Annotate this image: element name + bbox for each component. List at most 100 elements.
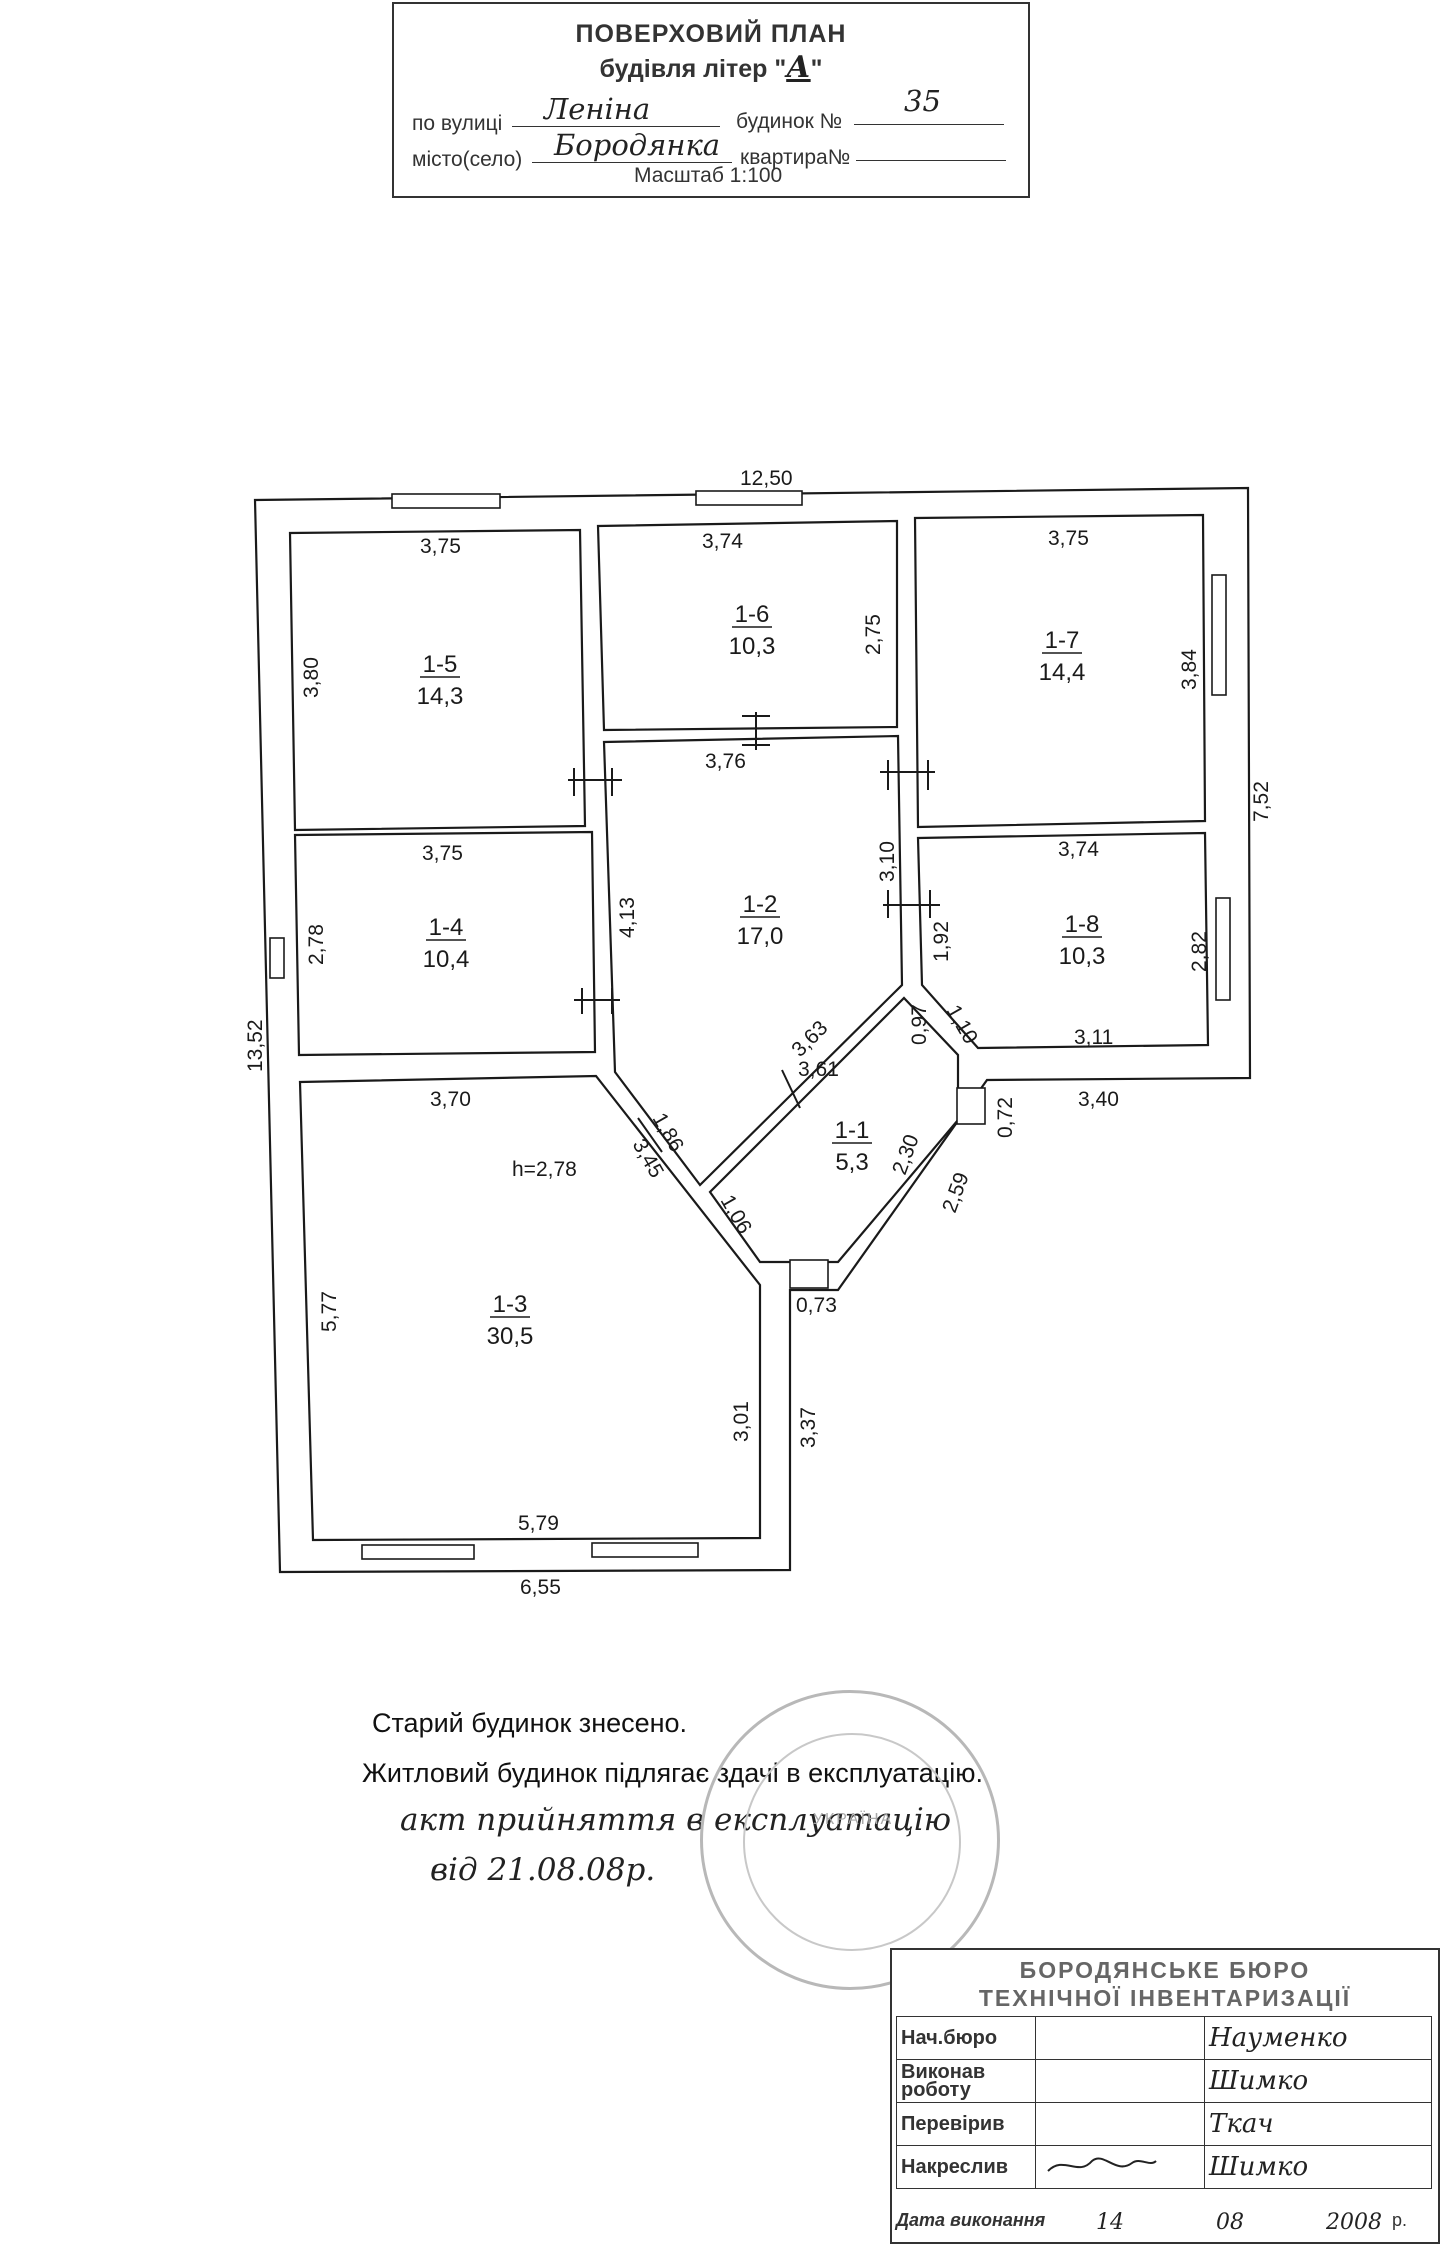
room-area: 10,3 (729, 633, 776, 660)
dim-r13-bottom: 5,79 (518, 1512, 559, 1535)
table-row: Перевірив Ткач (896, 2102, 1432, 2146)
door-1-6 (742, 712, 770, 750)
room-label-1-8: 1-8 10,3 (1059, 911, 1106, 970)
door-1-4 (574, 988, 620, 1014)
dim-r12-diag: 3,63 (787, 1016, 832, 1061)
dim-r15-w: 3,75 (420, 535, 461, 558)
room-label-1-2: 1-217,0 (737, 891, 784, 950)
role-label: Накреслив (896, 2145, 1036, 2189)
seal-text: УКРАЇНА (812, 1811, 894, 1828)
date-suffix: р. (1392, 2210, 1408, 2230)
room-id: 1-4 (429, 914, 464, 941)
dim-r16-w: 3,74 (702, 530, 743, 553)
room-id: 1-1 (835, 1117, 870, 1144)
seal-inner-ring (743, 1733, 961, 1951)
room-area: 14,4 (1039, 659, 1086, 686)
signer-name: Шимко (1204, 2145, 1432, 2189)
signature-scribble (1047, 2157, 1157, 2172)
room-id: 1-5 (423, 651, 458, 678)
scale-label: Масштаб 1:100 (634, 164, 783, 187)
dim-r11-left: 1,06 (716, 1191, 756, 1238)
room-area: 5,3 (835, 1149, 868, 1176)
room-id: 1-3 (493, 1291, 528, 1318)
city-line (532, 132, 732, 163)
room-id: 1-8 (1065, 911, 1100, 938)
dim-r14-h: 2,78 (305, 924, 328, 965)
dim-lower-right-outer: 3,37 (797, 1407, 820, 1448)
window-1-1-right (956, 1087, 986, 1125)
signature-cell (1035, 2059, 1205, 2103)
dim-r11-diag: 2,30 (888, 1131, 924, 1177)
room-1-3-outline (298, 1074, 762, 1542)
city-label: місто(село) (412, 148, 523, 171)
room-area: 10,3 (1059, 943, 1106, 970)
dim-r11-diag-top: 3,61 (798, 1058, 839, 1081)
signatures-table: Нач.бюро Науменко Виконав роботу Шимко П… (896, 2016, 1432, 2189)
dim-r11-side: 0,97 (908, 1004, 931, 1045)
dim-overall-right: 7,52 (1250, 781, 1273, 822)
room-area: 17,0 (737, 923, 784, 950)
room-id: 1-7 (1045, 627, 1080, 654)
dim-r12-left: 4,13 (616, 897, 639, 938)
dim-r13-left: 5,77 (318, 1291, 341, 1332)
role-label: Нач.бюро (896, 2016, 1036, 2060)
window-1-5 (391, 493, 501, 509)
street-line (512, 96, 720, 127)
table-row: Накреслив Шимко (896, 2145, 1432, 2189)
bureau-stamp: БОРОДЯНСЬКЕ БЮРО ТЕХНІЧНОЇ ІНВЕНТАРИЗАЦІ… (890, 1948, 1440, 2244)
dim-r16-h: 2,75 (862, 614, 885, 655)
door-1-8 (883, 890, 940, 918)
room-1-2-outline (602, 734, 904, 1187)
date-label: Дата виконання (896, 2210, 1046, 2230)
dim-r13-top: 3,70 (430, 1088, 471, 1111)
note-old-house: Старий будинок знесено. (372, 1708, 688, 1738)
window-1-3-right (591, 1542, 699, 1558)
dim-r11-right: 0,72 (994, 1097, 1017, 1138)
door-1-3 (637, 1117, 663, 1153)
building-letter-label: будівля літер " (599, 55, 787, 83)
role-label: Виконав роботу (896, 2059, 1036, 2103)
room-id: 1-6 (735, 601, 770, 628)
outer-wall (253, 486, 1252, 1574)
room-1-6-outline (596, 519, 899, 732)
signer-name: Ткач (1204, 2102, 1432, 2146)
room-area: 14,3 (417, 683, 464, 710)
dim-r18-w: 3,74 (1058, 838, 1099, 861)
date-day: 14 (1096, 2210, 1124, 2235)
official-seal: УКРАЇНА (700, 1690, 1000, 1990)
window-1-4 (269, 937, 285, 979)
window-1-3-left (361, 1544, 475, 1560)
dim-r18-bottom: 3,11 (1074, 1026, 1113, 1049)
house-value: 35 (904, 84, 941, 118)
window-1-8 (1215, 897, 1231, 1001)
signature-cell (1035, 2145, 1205, 2189)
signer-name: Науменко (1204, 2016, 1432, 2060)
dim-r18-h: 2,82 (1188, 931, 1211, 972)
dim-r11-outer: 2,59 (938, 1169, 974, 1215)
table-row: Нач.бюро Науменко (896, 2016, 1432, 2060)
building-letter-value: А (786, 50, 811, 85)
house-line (854, 94, 1004, 125)
dim-r12-right: 3,10 (876, 841, 899, 882)
plan-title: ПОВЕРХОВИЙ ПЛАН (575, 20, 847, 48)
dim-r17-w: 3,75 (1048, 527, 1089, 550)
dim-r13-right: 3,01 (730, 1401, 753, 1442)
room-label-1-4: 1-410,4 (423, 914, 470, 973)
dim-right-bottom: 3,40 (1078, 1088, 1119, 1111)
signature-cell (1035, 2102, 1205, 2146)
dim-r12-right-low: 1,92 (930, 921, 953, 962)
dim-r17-h: 3,84 (1178, 649, 1201, 690)
bureau-subtitle: ТЕХНІЧНОЇ ІНВЕНТАРИЗАЦІЇ (978, 1985, 1352, 2011)
door-1-5 (568, 768, 622, 796)
room-1-7-outline (913, 513, 1207, 829)
handwritten-act-date: від 21.08.08р. (430, 1852, 655, 1888)
room-1-5-outline (288, 528, 587, 832)
date-year: 2008 (1326, 2210, 1382, 2235)
dim-overall-left: 13,52 (244, 1019, 267, 1072)
height-note: h=2,78 (512, 1158, 577, 1181)
building-letter-close: " (810, 55, 823, 83)
city-value: Бородянка (554, 128, 721, 162)
street-label: по вулиці (412, 112, 503, 135)
room-label-1-6: 1-6 10,3 (729, 601, 776, 660)
